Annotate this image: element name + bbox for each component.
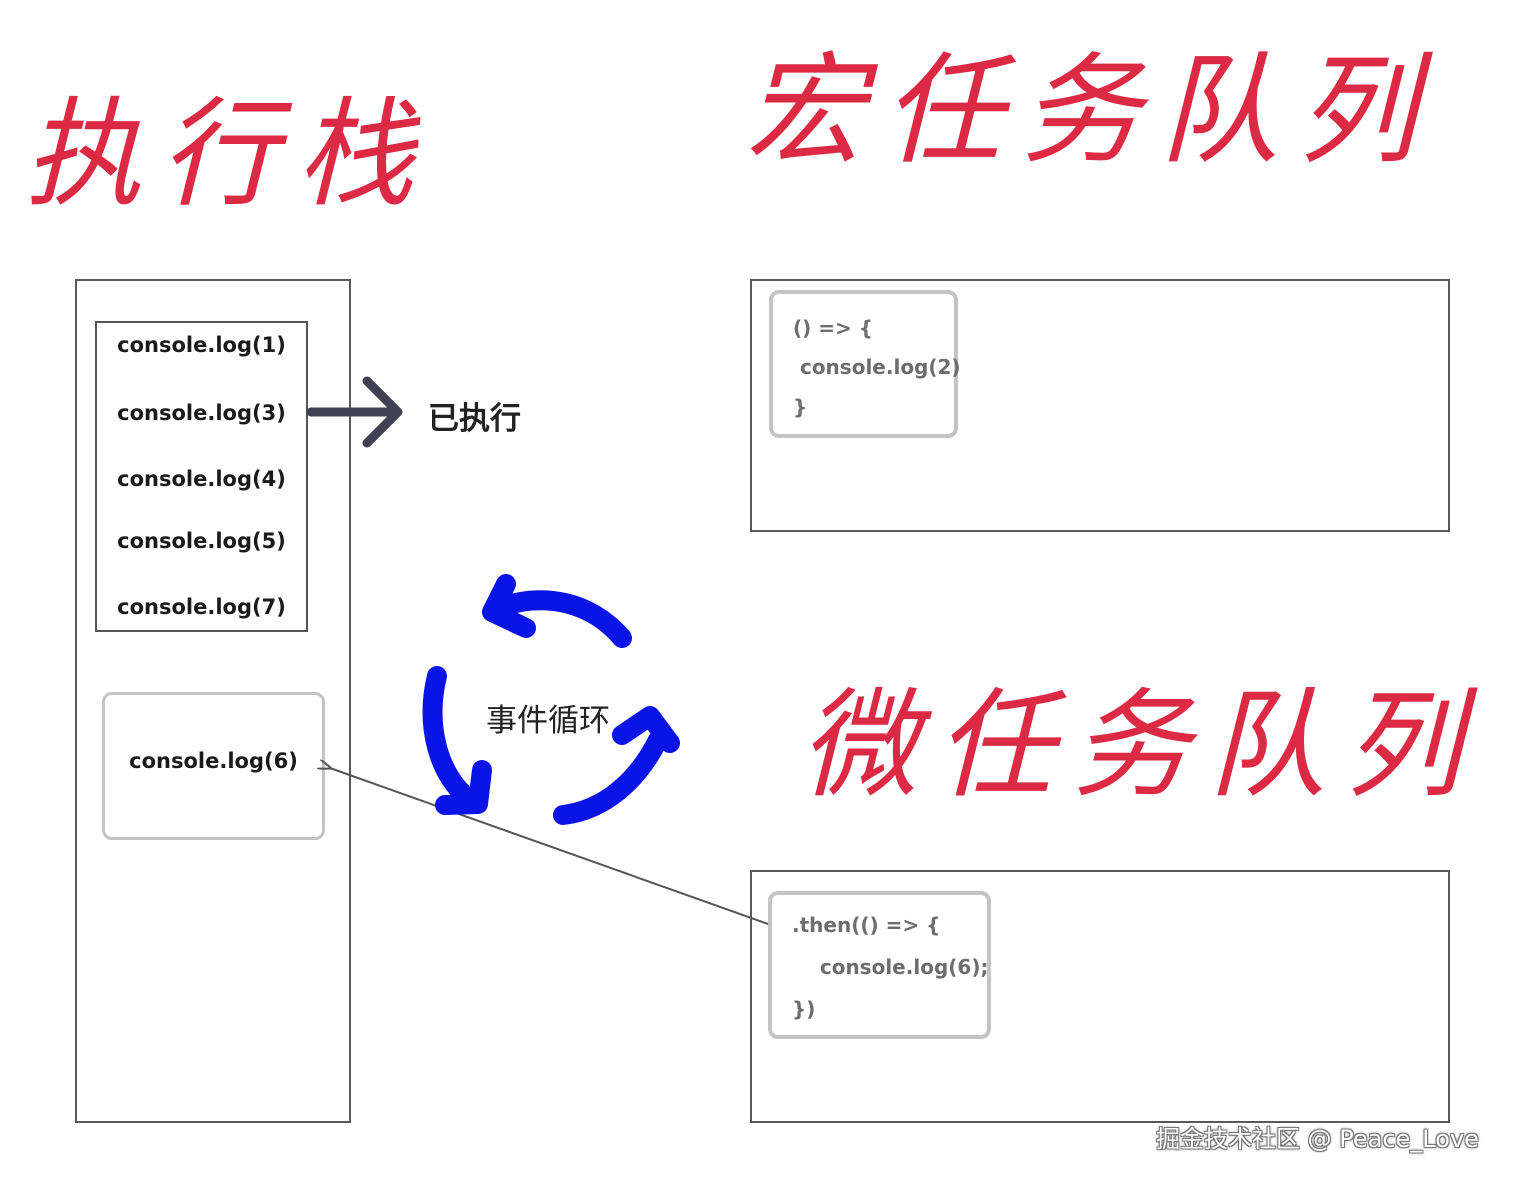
code-line: .then(() => { [792, 913, 941, 937]
executed-item: console.log(7) [117, 595, 286, 619]
micro-queue-box [750, 870, 1450, 1123]
stack-title: 执行栈 [24, 85, 433, 223]
executed-item: console.log(3) [117, 401, 286, 425]
execution-stack [75, 279, 351, 1123]
executed-item: console.log(4) [117, 467, 286, 491]
executed-arrow [306, 376, 403, 448]
executed-item: console.log(5) [117, 529, 286, 553]
executed-label: 已执行 [428, 401, 521, 437]
code-line: () => { [793, 316, 873, 340]
micro-queue-title: 微任务队列 [800, 676, 1481, 814]
event-loop-label: 事件循环 [486, 703, 610, 739]
pending-item: console.log(6) [129, 749, 298, 773]
micro-to-stack-arrow [330, 768, 769, 925]
event-loop-arrows [422, 574, 680, 825]
code-line: } [793, 395, 808, 419]
macro-queue-box [750, 279, 1450, 532]
watermark: 掘金技术社区 @ Peace_Love [1156, 1125, 1479, 1153]
code-line: }) [792, 997, 816, 1021]
macro-task-card: () => { console.log(2) } [769, 290, 961, 438]
executed-group: console.log(1) console.log(3) console.lo… [95, 321, 308, 632]
macro-queue-title: 宏任务队列 [745, 42, 1435, 181]
code-line: console.log(6); [792, 955, 989, 979]
executed-item: console.log(1) [117, 333, 286, 357]
micro-task-card: .then(() => { console.log(6); }) [768, 891, 991, 1039]
code-line: console.log(2) [793, 355, 961, 379]
